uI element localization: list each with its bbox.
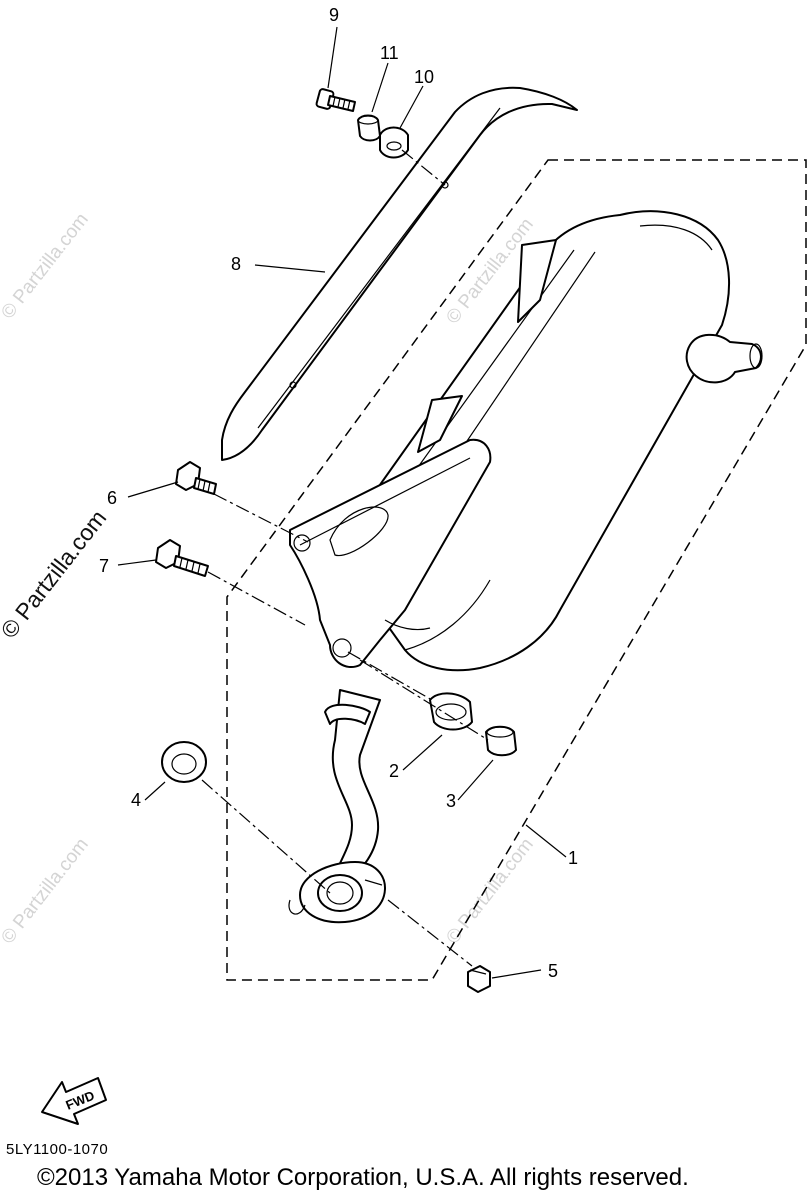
leader-lines <box>117 26 567 979</box>
bolt-7 <box>155 539 209 577</box>
watermark-1: © Partzilla.com <box>0 209 93 323</box>
callout-2: 2 <box>389 761 399 781</box>
nut-5 <box>467 965 491 993</box>
muffler <box>354 210 763 672</box>
grommet-10 <box>379 126 409 159</box>
muffler-assembly-boundary <box>226 159 807 981</box>
copyright-notice: ©2013 Yamaha Motor Corporation, U.S.A. A… <box>37 1164 689 1191</box>
callout-7: 7 <box>99 556 109 576</box>
bolt-9 <box>315 88 356 112</box>
callout-9: 9 <box>329 5 339 25</box>
collar-3 <box>485 725 517 757</box>
callout-3: 3 <box>446 791 456 811</box>
callout-10: 10 <box>414 67 434 87</box>
callout-5: 5 <box>548 961 558 981</box>
forward-arrow-icon: FWD <box>41 1077 107 1125</box>
muffler-bracket <box>289 438 492 668</box>
catalog-code: 5LY1100-1070 <box>6 1141 109 1158</box>
callout-8: 8 <box>231 254 241 274</box>
callout-11: 11 <box>380 43 399 63</box>
alignment-lines <box>201 149 489 967</box>
collar-11 <box>357 114 381 142</box>
callout-4: 4 <box>131 790 141 810</box>
bolt-6 <box>175 461 217 495</box>
watermark-5: © Partzilla.com <box>442 834 537 948</box>
collar-2 <box>429 692 473 731</box>
watermark-4: © Partzilla.com <box>0 834 93 948</box>
exhaust-pipe <box>288 689 386 924</box>
gasket-4 <box>161 741 207 783</box>
callout-1: 1 <box>568 848 578 868</box>
callout-6: 6 <box>107 488 117 508</box>
heat-protector <box>221 86 578 461</box>
watermark-main: © Partzilla.com <box>0 505 111 643</box>
